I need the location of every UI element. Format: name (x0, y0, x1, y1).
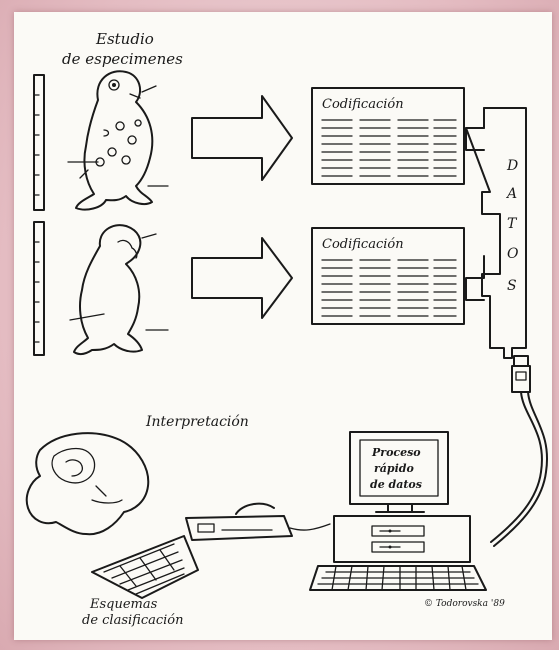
printer-icon (185, 502, 293, 541)
computer-icon: Proceso rápido de datos (333, 431, 471, 563)
data-cable-icon (490, 355, 549, 547)
screen-text-line2: rápido (374, 462, 414, 475)
arrow-right-icon (191, 95, 293, 181)
specimen-spotted-icon (67, 70, 169, 211)
screen-text-line3: de datos (370, 478, 422, 491)
datos-letter: O (507, 246, 519, 262)
coding-sheet-icon: Codificación (311, 227, 465, 325)
keyboard-icon (309, 565, 487, 591)
brain-head-icon (25, 432, 150, 536)
datos-letter: S (507, 278, 517, 294)
printer-cable (289, 523, 331, 531)
specimen-plain-icon (69, 224, 169, 356)
datos-column: D A T O S (465, 107, 527, 359)
screen-text-line1: Proceso (371, 446, 421, 459)
measuring-ruler-icon (33, 221, 45, 356)
coding-sheet-icon: Codificación (311, 87, 465, 185)
interpretation-label: Interpretación (145, 414, 249, 430)
schemes-label-line1: Esquemas (89, 597, 158, 612)
measuring-ruler-icon (33, 74, 45, 211)
arrow-right-icon (191, 237, 293, 319)
schemes-label-line2: de clasificación (82, 613, 184, 628)
study-title-line2: de especimenes (62, 50, 183, 68)
coding-sheet-title-top: Codificación (322, 97, 404, 112)
diagram-paper (14, 12, 552, 640)
datos-letter: A (505, 186, 517, 202)
datos-letter: D (506, 158, 518, 174)
signature-text: © Todorovska '89 (424, 599, 505, 609)
coding-sheet-title-bottom: Codificación (322, 237, 404, 252)
study-title-line1: Estudio (95, 30, 154, 48)
schema-sheet-icon (91, 535, 199, 599)
datos-letter: T (507, 216, 518, 232)
